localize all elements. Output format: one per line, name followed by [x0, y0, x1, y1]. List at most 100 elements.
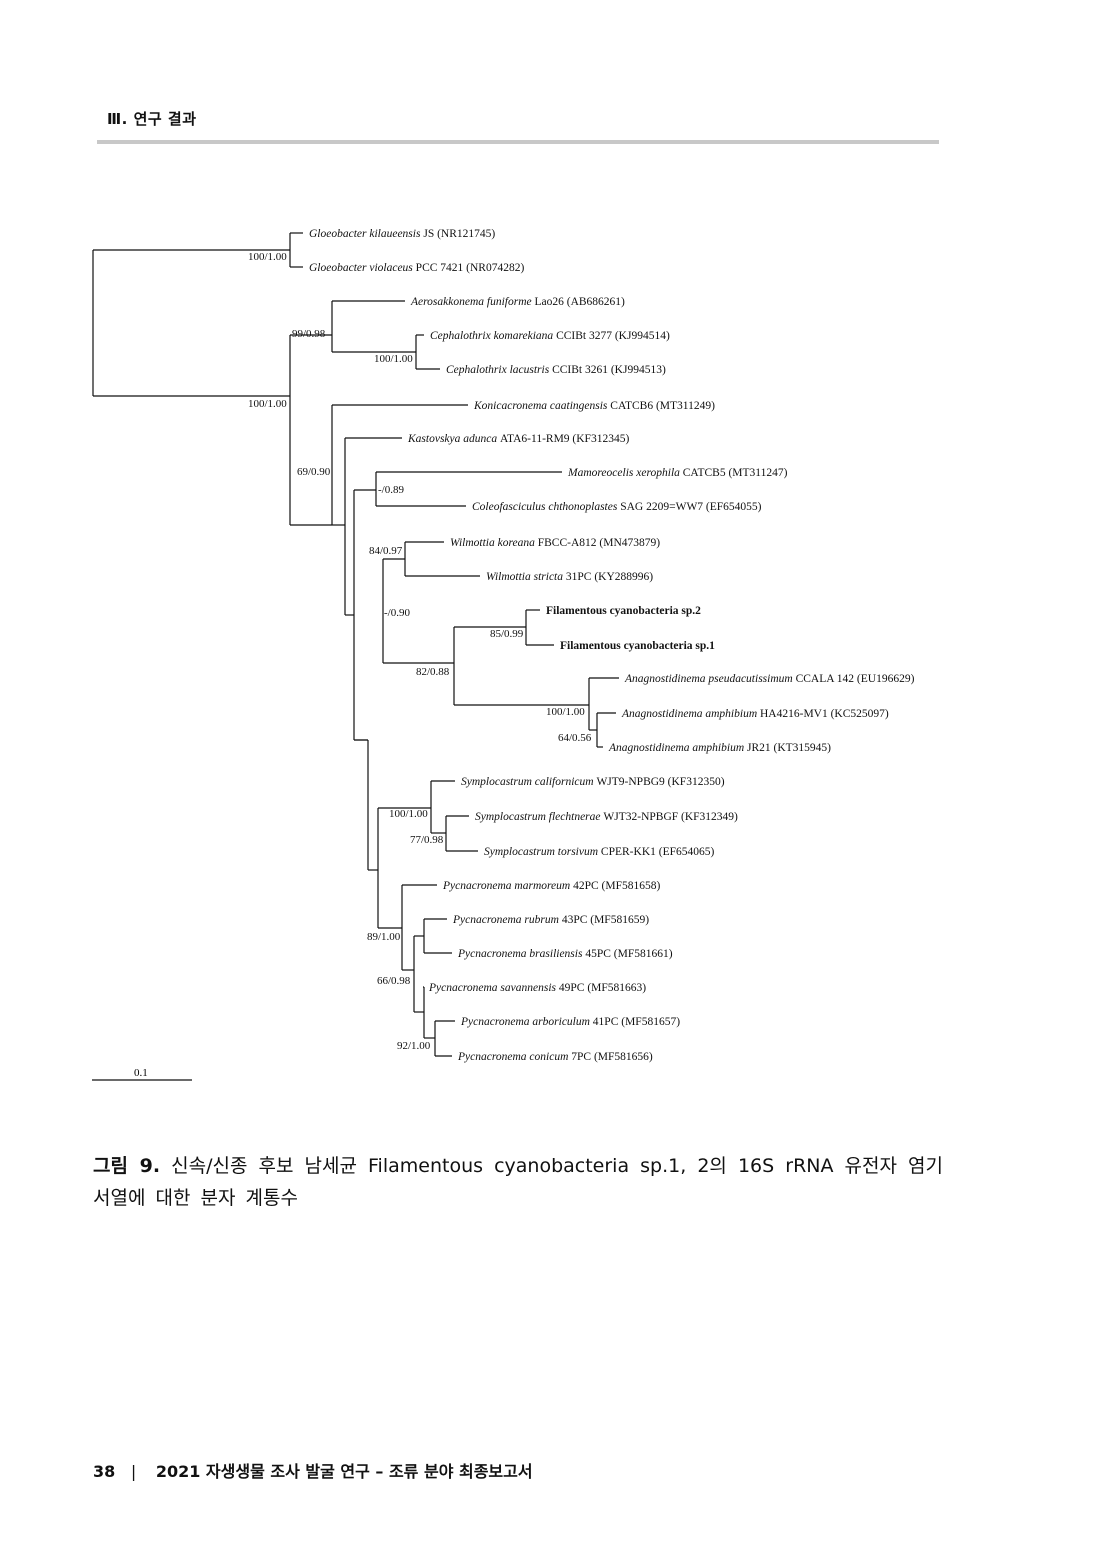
- taxon-species-name: Gloeobacter violaceus: [309, 262, 416, 274]
- taxon-label: Wilmottia koreana FBCC-A812 (MN473879): [450, 537, 660, 549]
- taxon-species-name: Aerosakkonema funiforme: [410, 296, 535, 308]
- taxon-strain-accession: ATA6-11-RM9 (KF312345): [500, 433, 629, 445]
- taxon-species-name: Coleofasciculus chthonoplastes: [472, 501, 620, 513]
- section-header: Ⅲ. 연구 결과: [107, 110, 197, 128]
- footer-separator: |: [130, 1462, 137, 1481]
- taxon-species-name: Gloeobacter kilaueensis: [309, 228, 423, 240]
- taxon-species-name: Wilmottia stricta: [486, 571, 566, 583]
- bootstrap-support-label: -/0.89: [378, 484, 404, 496]
- bootstrap-support-label: 100/1.00: [248, 398, 287, 410]
- taxon-label: Gloeobacter kilaueensis JS (NR121745): [309, 228, 495, 240]
- taxon-species-name: Symplocastrum flechtnerae: [475, 811, 603, 823]
- figure-caption: 그림 9. 신속/신종 후보 남세균 Filamentous cyanobact…: [93, 1150, 943, 1214]
- taxon-label: Aerosakkonema funiforme Lao26 (AB686261): [410, 296, 625, 308]
- taxon-label: Wilmottia stricta 31PC (KY288996): [486, 571, 653, 583]
- taxon-strain-accession: CPER-KK1 (EF654065): [601, 846, 715, 858]
- bootstrap-support-label: 100/1.00: [546, 706, 585, 718]
- taxon-strain-accession: 49PC (MF581663): [559, 982, 646, 994]
- taxon-label: Pycnacronema savannensis 49PC (MF581663): [428, 982, 646, 994]
- figure-caption-text: 신속/신종 후보 남세균 Filamentous cyanobacteria s…: [93, 1155, 943, 1209]
- footer-title: 2021 자생생물 조사 발굴 연구 – 조류 분야 최종보고서: [155, 1462, 533, 1481]
- taxon-strain-accession: JR21 (KT315945): [747, 742, 831, 754]
- taxon-label: Filamentous cyanobacteria sp.1: [560, 640, 715, 652]
- taxon-strain-accession: 31PC (KY288996): [566, 571, 653, 583]
- figure-number: 그림 9.: [93, 1155, 161, 1177]
- taxon-label: Mamoreocelis xerophila CATCB5 (MT311247): [567, 467, 788, 479]
- taxon-label: Pycnacronema conicum 7PC (MF581656): [457, 1051, 653, 1063]
- taxon-label: Filamentous cyanobacteria sp.2: [546, 605, 701, 617]
- taxon-species-name: Pycnacronema savannensis: [428, 982, 559, 994]
- taxon-label: Pycnacronema rubrum 43PC (MF581659): [452, 914, 649, 926]
- taxon-strain-accession: 43PC (MF581659): [562, 914, 649, 926]
- taxon-label: Symplocastrum flechtnerae WJT32-NPBGF (K…: [475, 811, 738, 823]
- taxon-strain-accession: WJT9-NPBG9 (KF312350): [596, 776, 724, 788]
- page-number: 38: [93, 1462, 116, 1481]
- bootstrap-support-label: 100/1.00: [248, 251, 287, 263]
- taxon-strain-accession: JS (NR121745): [423, 228, 495, 240]
- taxon-species-name: Anagnostidinema pseudacutissimum: [624, 673, 796, 685]
- taxon-label: Kastovskya adunca ATA6-11-RM9 (KF312345): [407, 433, 629, 445]
- taxon-species-name: Wilmottia koreana: [450, 537, 538, 549]
- taxon-species-name: Pycnacronema marmoreum: [442, 880, 573, 892]
- bootstrap-support-label: 69/0.90: [297, 466, 331, 478]
- taxon-strain-accession: CCIBt 3277 (KJ994514): [556, 330, 670, 342]
- taxon-species-name: Anagnostidinema amphibium: [621, 708, 760, 720]
- taxon-species-name: Pycnacronema rubrum: [452, 914, 562, 926]
- taxon-label: Coleofasciculus chthonoplastes SAG 2209=…: [472, 501, 762, 513]
- bootstrap-support-label: 99/0.98: [292, 328, 326, 340]
- taxon-strain-accession: SAG 2209=WW7 (EF654055): [620, 501, 761, 513]
- taxon-label: Pycnacronema brasiliensis 45PC (MF581661…: [457, 948, 673, 960]
- taxon-label: Anagnostidinema pseudacutissimum CCALA 1…: [624, 673, 915, 685]
- bootstrap-support-label: 64/0.56: [558, 732, 592, 744]
- taxon-label: Konicacronema caatingensis CATCB6 (MT311…: [473, 400, 715, 412]
- taxon-strain-accession: Filamentous cyanobacteria sp.2: [546, 605, 701, 617]
- taxon-species-name: Cephalothrix lacustris: [446, 364, 552, 376]
- bootstrap-support-label: 85/0.99: [490, 628, 524, 640]
- taxon-strain-accession: Filamentous cyanobacteria sp.1: [560, 640, 715, 652]
- bootstrap-support-label: 89/1.00: [367, 931, 401, 943]
- taxon-species-name: Kastovskya adunca: [407, 433, 500, 445]
- taxon-label: Symplocastrum californicum WJT9-NPBG9 (K…: [461, 776, 725, 788]
- taxon-label: Symplocastrum torsivum CPER-KK1 (EF65406…: [484, 846, 714, 858]
- taxon-strain-accession: 45PC (MF581661): [585, 948, 672, 960]
- taxon-species-name: Mamoreocelis xerophila: [567, 467, 683, 479]
- taxon-strain-accession: 42PC (MF581658): [573, 880, 660, 892]
- taxon-strain-accession: 41PC (MF581657): [593, 1016, 680, 1028]
- taxon-label: Pycnacronema marmoreum 42PC (MF581658): [442, 880, 660, 892]
- taxon-label: Anagnostidinema amphibium HA4216-MV1 (KC…: [621, 708, 889, 720]
- taxon-strain-accession: CATCB5 (MT311247): [683, 467, 788, 479]
- taxon-strain-accession: CCIBt 3261 (KJ994513): [552, 364, 666, 376]
- bootstrap-support-label: 92/1.00: [397, 1040, 431, 1052]
- taxon-label: Anagnostidinema amphibium JR21 (KT315945…: [608, 742, 831, 754]
- taxon-label: Cephalothrix lacustris CCIBt 3261 (KJ994…: [446, 364, 666, 376]
- taxon-species-name: Cephalothrix komarekiana: [430, 330, 556, 342]
- taxon-species-name: Symplocastrum torsivum: [484, 846, 601, 858]
- bootstrap-support-label: -/0.90: [384, 607, 410, 619]
- taxon-strain-accession: CATCB6 (MT311249): [610, 400, 715, 412]
- page-footer: 38 | 2021 자생생물 조사 발굴 연구 – 조류 분야 최종보고서: [93, 1458, 533, 1482]
- taxon-strain-accession: FBCC-A812 (MN473879): [538, 537, 661, 549]
- taxon-strain-accession: HA4216-MV1 (KC525097): [760, 708, 889, 720]
- taxon-species-name: Pycnacronema arboriculum: [460, 1016, 593, 1028]
- bootstrap-support-label: 82/0.88: [416, 666, 450, 678]
- bootstrap-support-label: 100/1.00: [389, 808, 428, 820]
- taxon-strain-accession: PCC 7421 (NR074282): [416, 262, 525, 274]
- taxon-strain-accession: WJT32-NPBGF (KF312349): [603, 811, 738, 823]
- taxon-label: Cephalothrix komarekiana CCIBt 3277 (KJ9…: [430, 330, 670, 342]
- taxon-species-name: Anagnostidinema amphibium: [608, 742, 747, 754]
- taxon-strain-accession: CCALA 142 (EU196629): [796, 673, 915, 685]
- bootstrap-support-label: 77/0.98: [410, 834, 444, 846]
- taxon-strain-accession: Lao26 (AB686261): [535, 296, 626, 308]
- taxon-label: Gloeobacter violaceus PCC 7421 (NR074282…: [309, 262, 524, 274]
- taxon-label: Pycnacronema arboriculum 41PC (MF581657): [460, 1016, 680, 1028]
- taxon-species-name: Symplocastrum californicum: [461, 776, 596, 788]
- scale-bar-label: 0.1: [134, 1067, 148, 1079]
- taxon-species-name: Pycnacronema brasiliensis: [457, 948, 585, 960]
- header-rule: [97, 140, 939, 144]
- taxon-species-name: Konicacronema caatingensis: [473, 400, 610, 412]
- bootstrap-support-label: 66/0.98: [377, 975, 411, 987]
- bootstrap-support-label: 100/1.00: [374, 353, 413, 365]
- taxon-species-name: Pycnacronema conicum: [457, 1051, 571, 1063]
- taxon-strain-accession: 7PC (MF581656): [571, 1051, 653, 1063]
